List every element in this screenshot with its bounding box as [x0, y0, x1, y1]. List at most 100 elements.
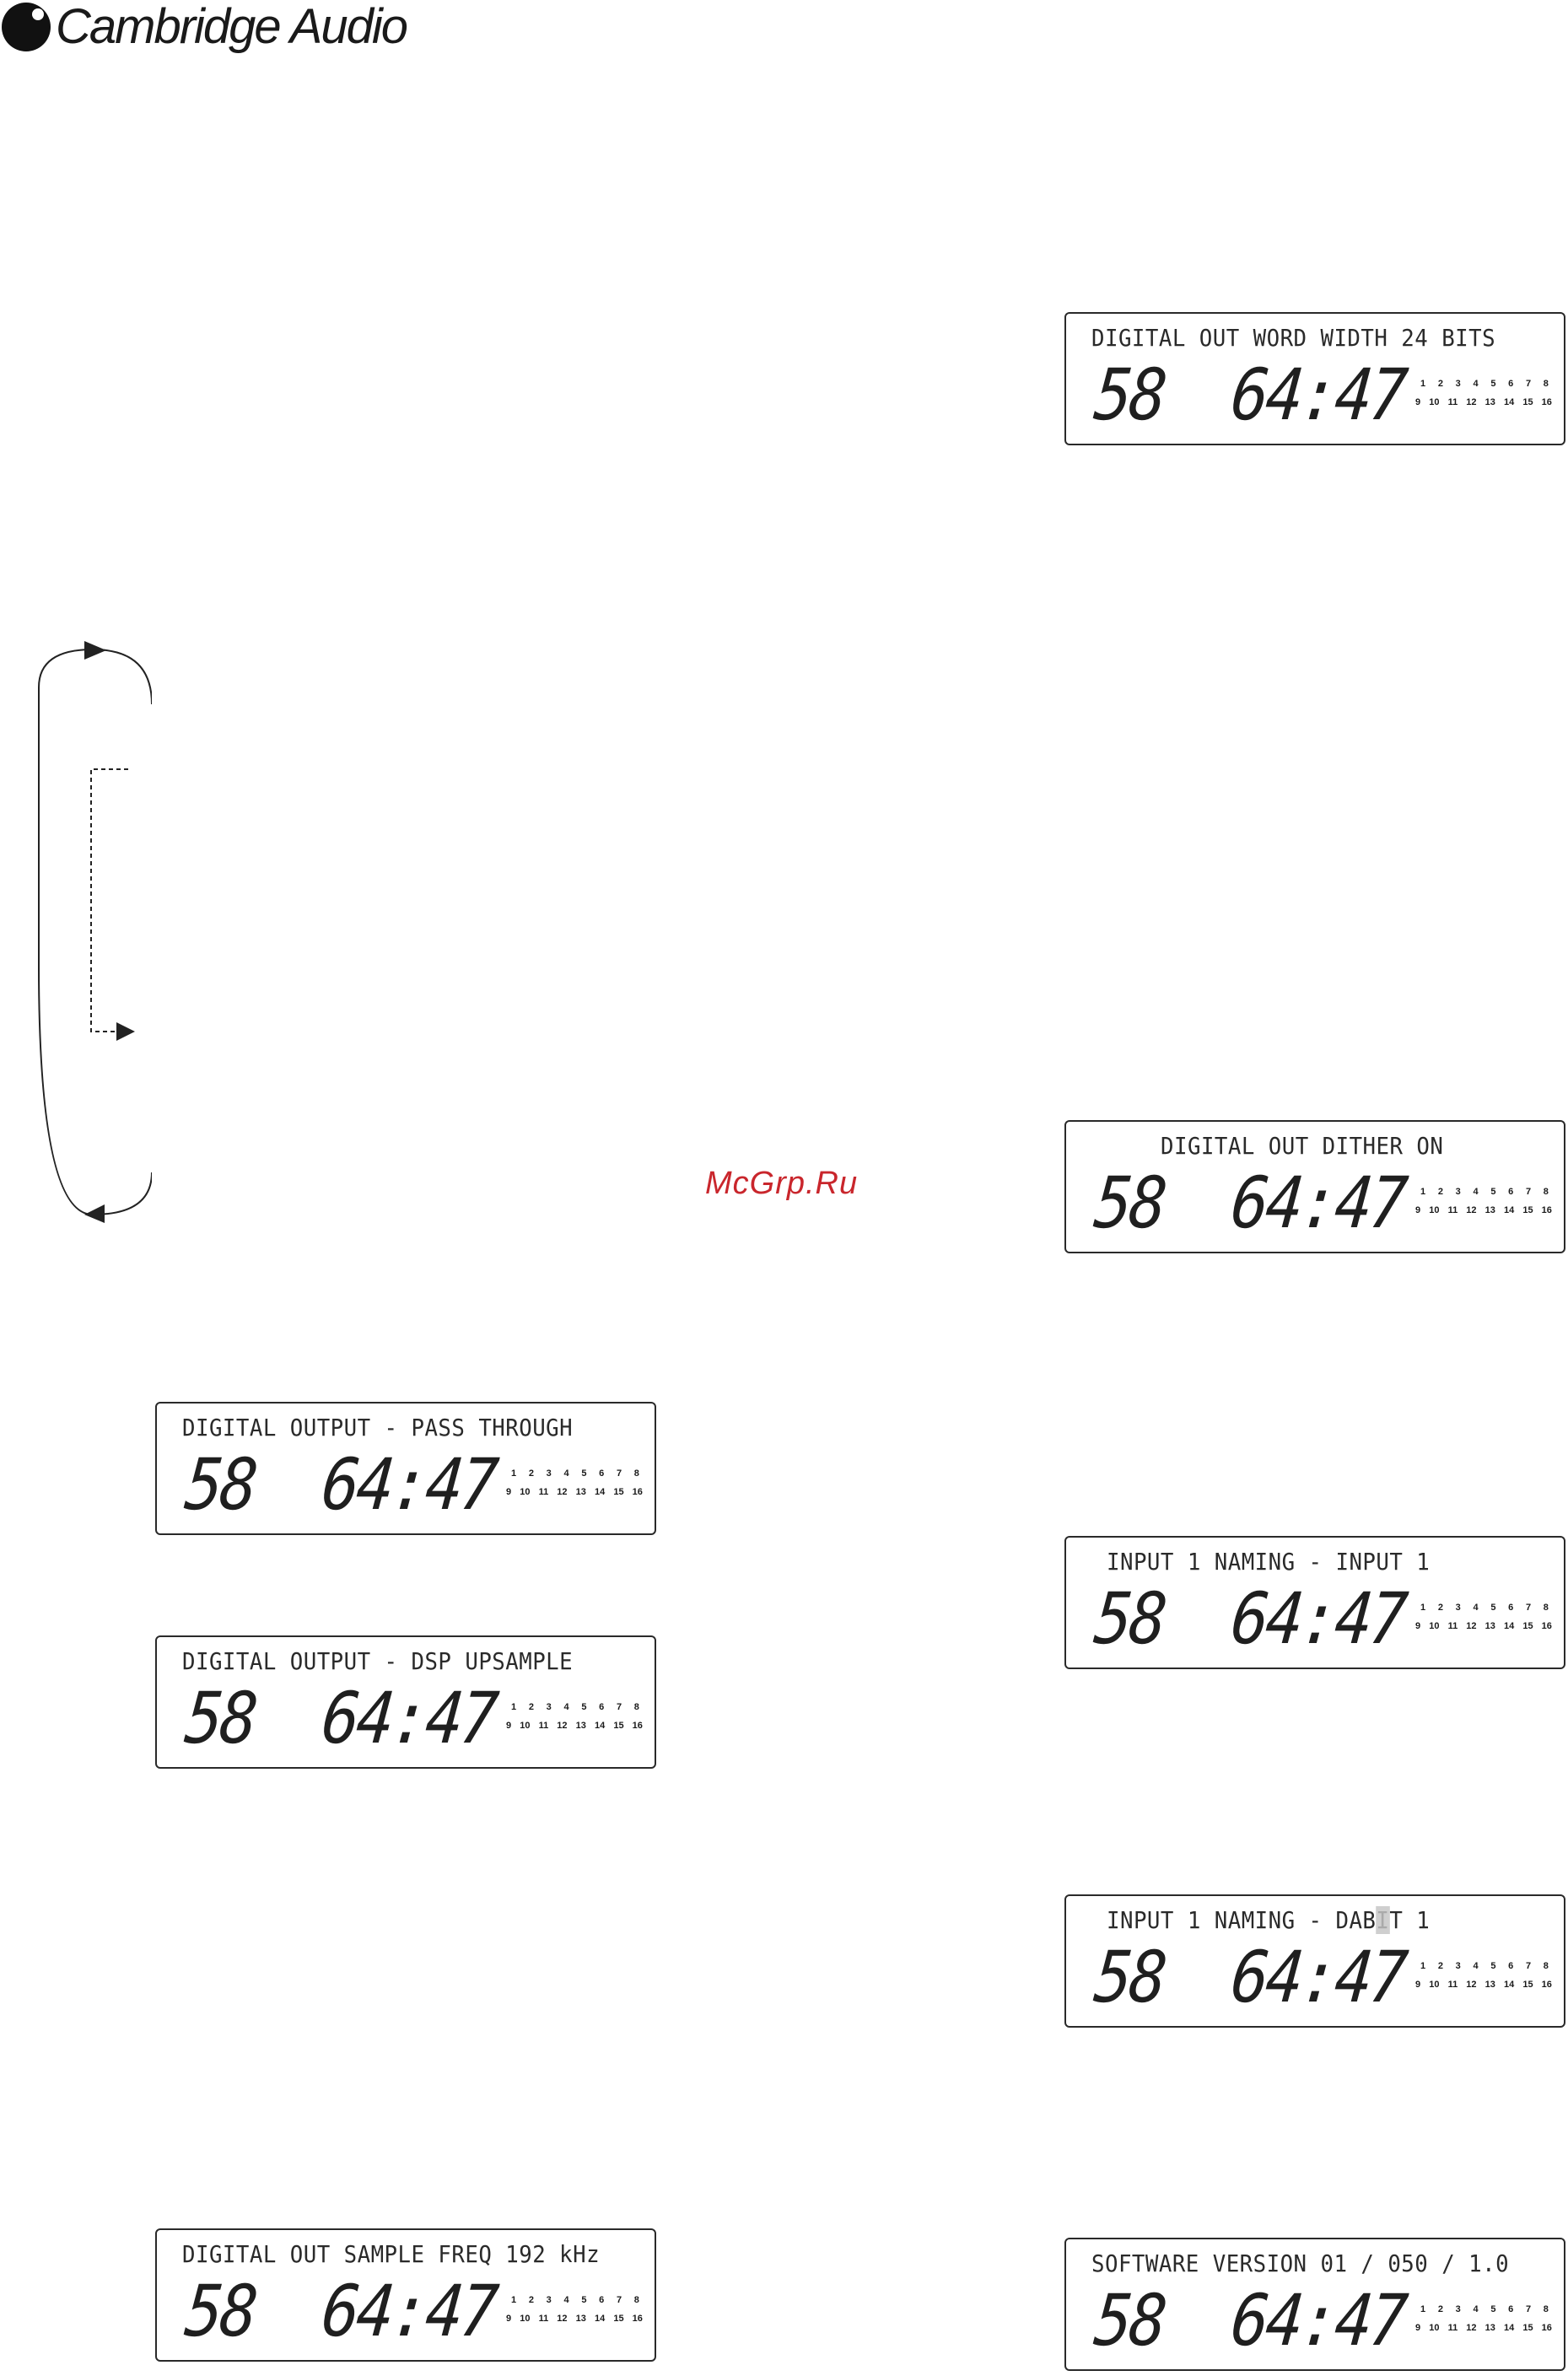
track-num: 13: [575, 2314, 586, 2324]
track-num: 6: [1508, 1603, 1514, 1613]
track-num: 13: [575, 1487, 586, 1497]
track-num: 7: [616, 2295, 622, 2305]
track-num: 9: [506, 1487, 512, 1497]
menu-loop-diagram: [38, 641, 152, 1223]
track-num: 16: [1541, 2323, 1552, 2333]
track-num: 11: [1447, 1980, 1458, 1990]
track-num: 14: [1503, 1621, 1515, 1631]
track-num: 1: [511, 1468, 517, 1479]
track-num: 1: [1420, 2304, 1426, 2314]
track-num: 2: [528, 1702, 534, 1712]
track-num: 8: [633, 1702, 639, 1712]
track-num: 12: [1466, 1980, 1477, 1990]
lcd-time: 64:47: [318, 2270, 499, 2352]
lcd-track-number: 58: [181, 1443, 259, 1526]
track-num: 11: [538, 1487, 549, 1497]
track-num: 3: [1455, 379, 1461, 389]
track-num: 14: [594, 2314, 606, 2324]
track-num: 15: [1522, 1980, 1533, 1990]
track-num: 14: [1503, 2323, 1515, 2333]
track-num: 13: [1484, 1205, 1495, 1215]
lcd-time: 64:47: [318, 1443, 499, 1526]
lcd-time: 64:47: [318, 1677, 499, 1759]
track-num: 4: [563, 1468, 569, 1479]
track-num: 2: [1437, 1603, 1443, 1613]
lcd-track-number: 58: [1091, 1577, 1168, 1660]
track-num: 7: [1525, 1187, 1532, 1197]
track-num: 4: [1473, 2304, 1479, 2314]
track-num: 2: [1437, 379, 1443, 389]
track-num: 1: [1420, 379, 1426, 389]
track-num: 7: [1525, 1961, 1532, 1971]
track-num: 7: [1525, 379, 1532, 389]
lcd-time: 64:47: [1227, 2279, 1409, 2362]
track-num: 8: [1543, 1187, 1549, 1197]
loop-bottom-arrow-icon: [84, 1204, 105, 1223]
track-num: 3: [1455, 1187, 1461, 1197]
lcd-time: 64:47: [1227, 1936, 1409, 2018]
track-num: 5: [1490, 1603, 1496, 1613]
track-num: 3: [546, 2295, 552, 2305]
lcd-time: 64:47: [1227, 1161, 1409, 1244]
track-num: 12: [1466, 1621, 1477, 1631]
lcd-message: DIGITAL OUTPUT - PASS THROUGH: [182, 1414, 574, 1441]
track-num: 14: [1503, 397, 1515, 407]
track-num: 9: [1415, 1621, 1421, 1631]
lcd-track-number: 58: [181, 2270, 259, 2352]
track-num: 13: [1484, 1980, 1495, 1990]
track-num: 15: [1522, 397, 1533, 407]
track-num: 1: [1420, 1603, 1426, 1613]
lcd-message: DIGITAL OUTPUT - DSP UPSAMPLE: [182, 1647, 574, 1675]
track-num: 4: [563, 1702, 569, 1712]
track-num: 13: [1484, 397, 1495, 407]
track-num: 3: [1455, 2304, 1461, 2314]
track-num: 15: [613, 2314, 624, 2324]
track-num: 16: [1541, 397, 1552, 407]
track-num: 16: [1541, 1205, 1552, 1215]
track-num: 4: [1473, 379, 1479, 389]
track-num: 15: [1522, 2323, 1533, 2333]
track-num: 10: [1429, 2323, 1440, 2333]
track-num: 16: [632, 2314, 643, 2324]
track-num: 10: [520, 2314, 531, 2324]
lcd-time: 64:47: [1227, 1577, 1409, 1660]
lcd-message-prefix: INPUT 1 NAMING - DAB: [1107, 1906, 1377, 1934]
track-num: 1: [511, 1702, 517, 1712]
lcd-track-number: 58: [1091, 1161, 1168, 1244]
track-num: 12: [1466, 1205, 1477, 1215]
track-num: 2: [1437, 2304, 1443, 2314]
track-num: 6: [1508, 379, 1514, 389]
track-num: 6: [1508, 2304, 1514, 2314]
track-num: 5: [1490, 2304, 1496, 2314]
track-num: 14: [1503, 1205, 1515, 1215]
track-num: 3: [1455, 1961, 1461, 1971]
track-num: 2: [1437, 1187, 1443, 1197]
track-num: 15: [1522, 1621, 1533, 1631]
track-num: 3: [1455, 1603, 1461, 1613]
track-num: 10: [520, 1721, 531, 1731]
lcd-message: SOFTWARE VERSION 01 / 050 / 1.0: [1091, 2249, 1510, 2277]
track-num: 10: [520, 1487, 531, 1497]
track-num: 9: [1415, 1980, 1421, 1990]
watermark: McGrp.Ru: [705, 1166, 859, 1201]
track-num: 12: [1466, 2323, 1477, 2333]
track-num: 11: [1447, 1205, 1458, 1215]
cambridge-audio-logo-icon: [2, 3, 51, 51]
track-num: 10: [1429, 1980, 1440, 1990]
track-num: 6: [1508, 1961, 1514, 1971]
track-num: 12: [557, 1487, 568, 1497]
brand-logo: Cambridge Audio: [0, 0, 408, 54]
track-num: 15: [613, 1487, 624, 1497]
track-num: 11: [538, 2314, 549, 2324]
track-num: 10: [1429, 1621, 1440, 1631]
track-num: 5: [1490, 1187, 1496, 1197]
track-num: 6: [599, 1702, 605, 1712]
track-num: 13: [1484, 2323, 1495, 2333]
track-num: 14: [594, 1721, 606, 1731]
track-num: 5: [581, 1468, 587, 1479]
